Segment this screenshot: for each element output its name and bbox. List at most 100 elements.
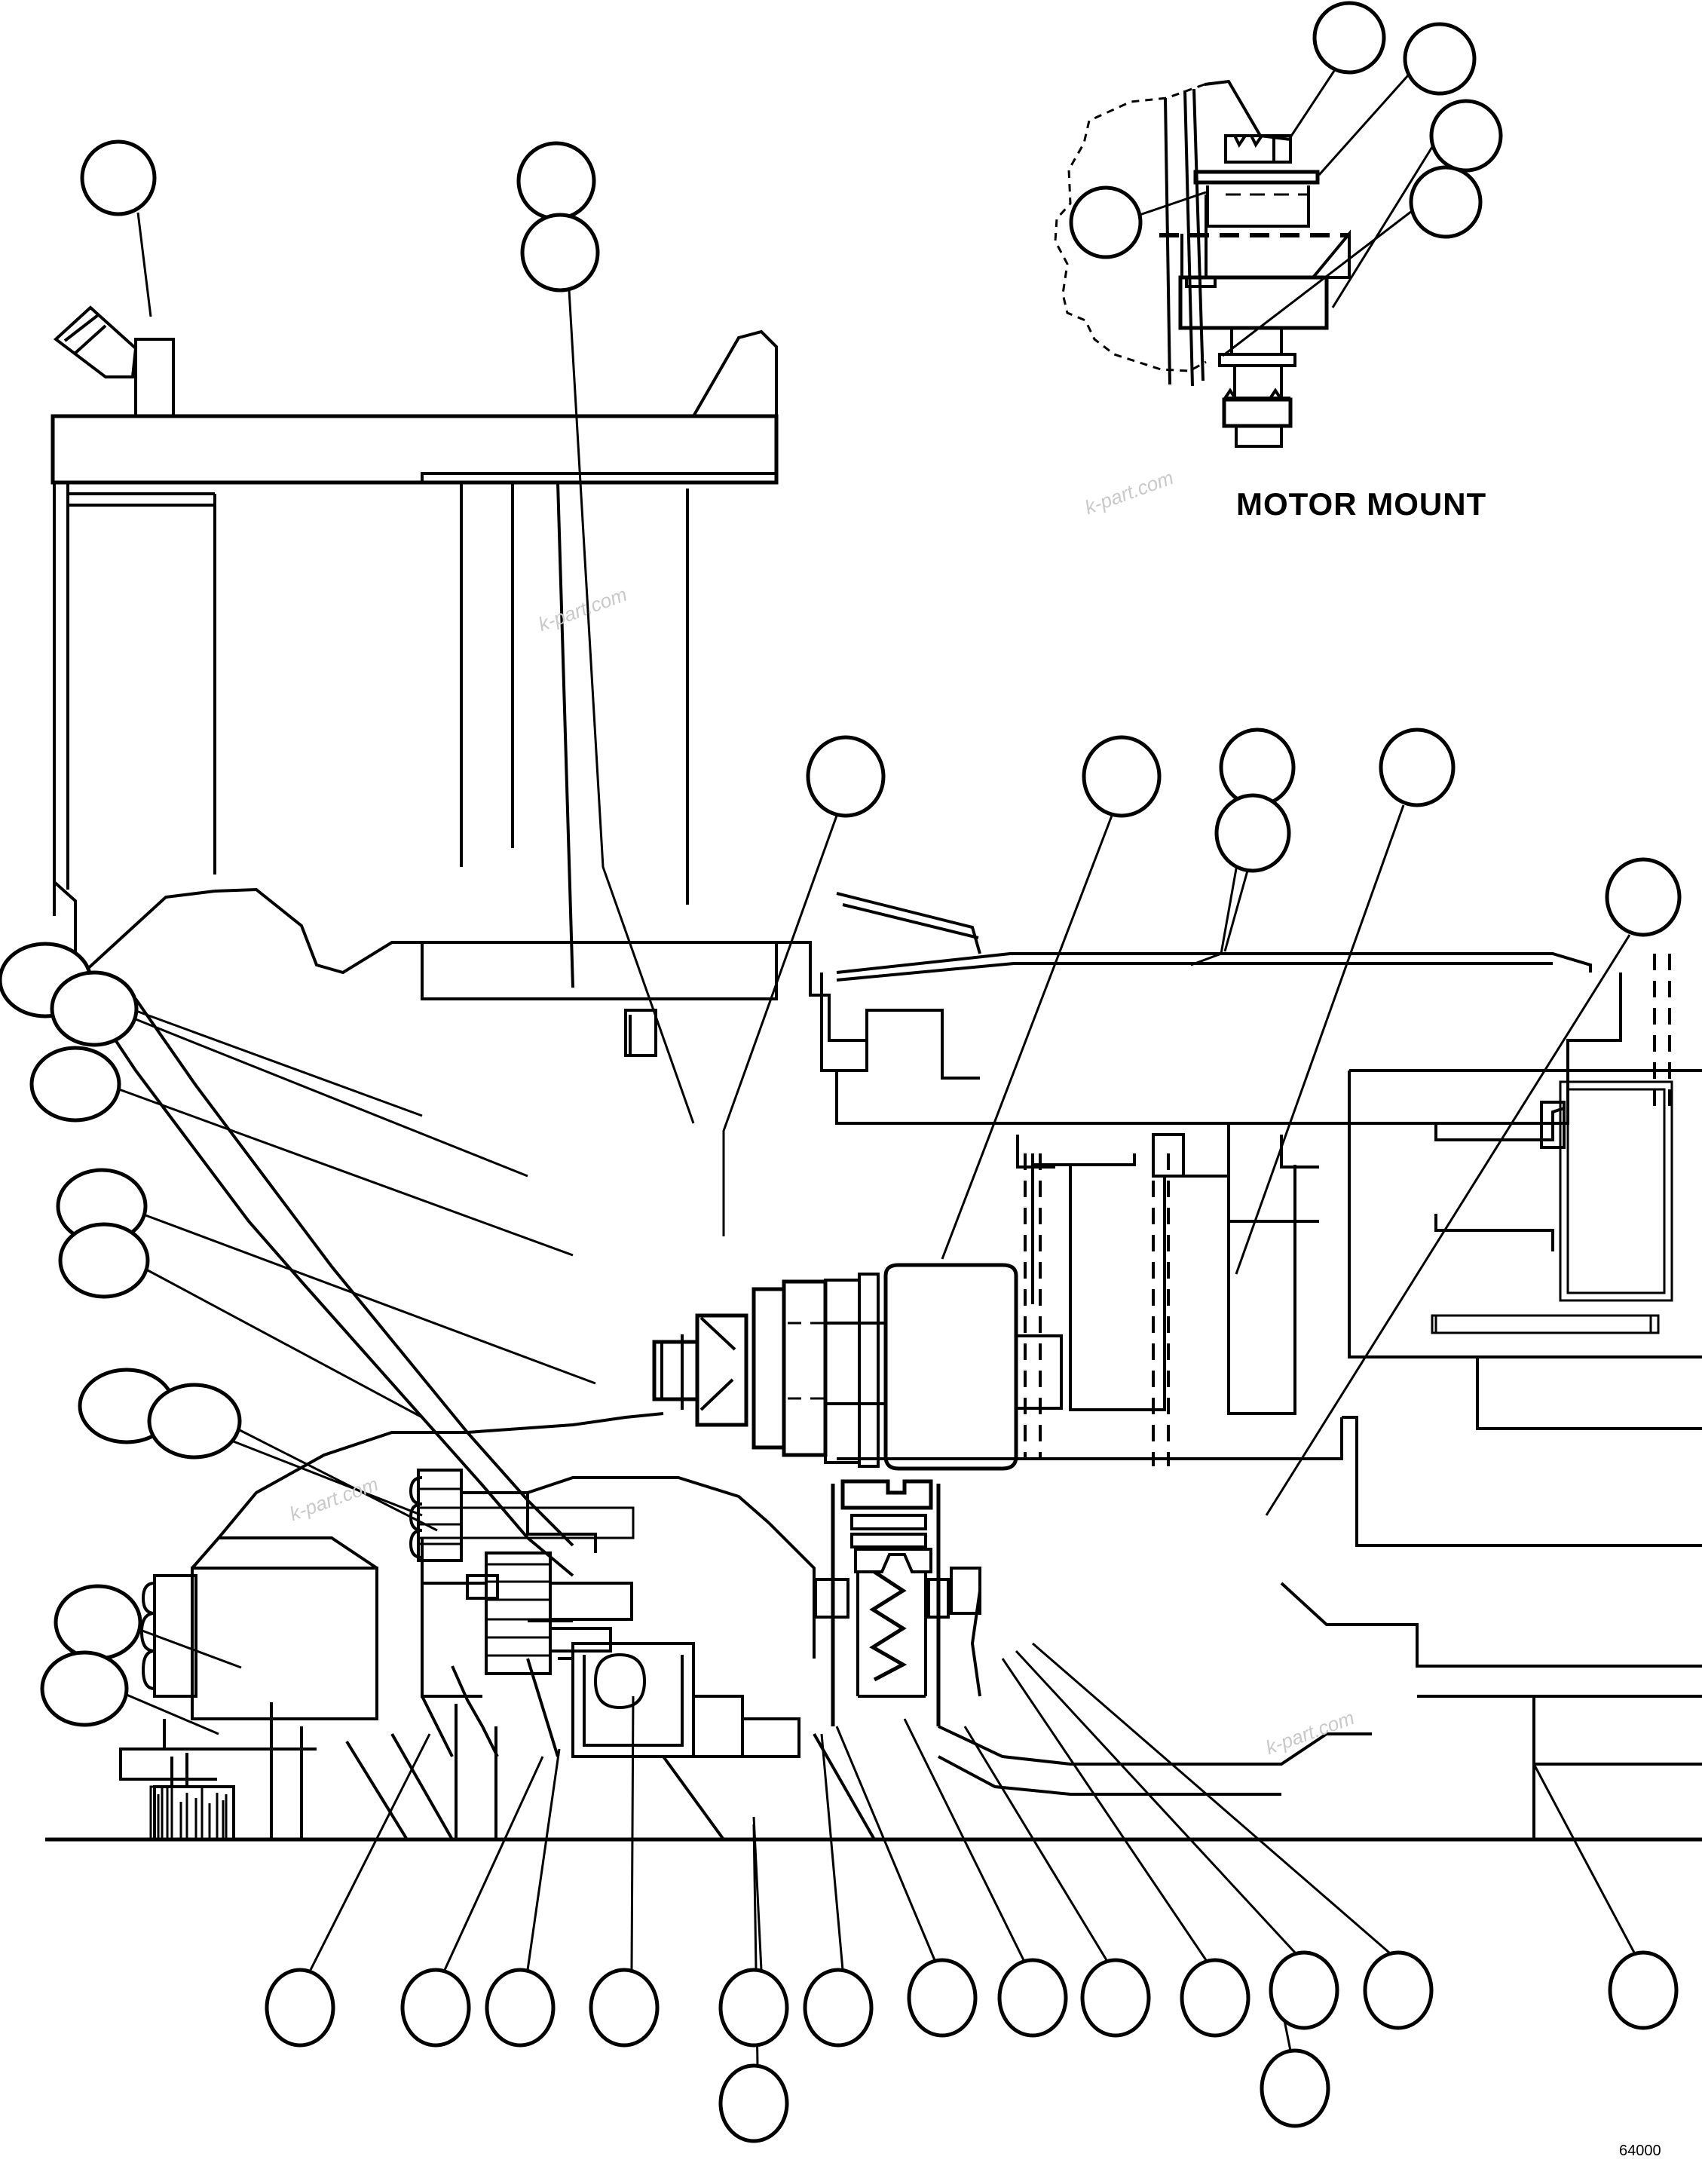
motor-mount-nut (1222, 397, 1293, 428)
diag-strut (767, 1521, 816, 1659)
balloon-callout[interactable] (907, 1958, 978, 2038)
balloon-callout[interactable] (400, 1968, 471, 2048)
deck-left-wall (820, 973, 980, 1080)
balloon-callout[interactable] (806, 735, 886, 818)
leader-line (145, 1214, 596, 1385)
center-seal-ring2 (742, 1717, 800, 1758)
valve-outer-wall (831, 1484, 941, 1726)
leader-line (88, 992, 423, 1117)
balloon-callout[interactable] (265, 1968, 335, 2048)
balloon-callout[interactable] (80, 139, 157, 216)
housing-lower-bevel (467, 1412, 664, 1434)
balloon-callout[interactable] (54, 1584, 142, 1661)
housing-skirt-inner (134, 997, 574, 1547)
slot-pin (1540, 1101, 1566, 1149)
bearing-journal (528, 1619, 573, 1660)
motor-mount-base-notch (1185, 277, 1217, 288)
leader-line (1223, 870, 1249, 952)
leader-line (963, 1726, 1108, 1961)
balloon-callout[interactable] (1403, 22, 1477, 96)
balloon-callout[interactable] (485, 1968, 556, 2048)
right-bottom-block (1417, 1695, 1702, 1839)
column-left-inner (66, 482, 216, 890)
rotor-shaft-left (825, 1322, 886, 1405)
window-rail-mid (1152, 1153, 1170, 1466)
leader-line (1032, 1642, 1390, 1954)
balloon-callout[interactable] (1080, 1958, 1151, 2038)
seal-block (858, 1273, 880, 1468)
motor-mount-stud (1230, 328, 1283, 356)
gear-and-pinion-assembly (45, 1412, 1702, 1842)
balloon-callout[interactable] (1260, 2048, 1330, 2128)
base-step-right2 (938, 1755, 1281, 1796)
window-bracket (1152, 1133, 1185, 1178)
bearing-inner-dash (788, 1322, 825, 1400)
balloon-callout[interactable] (803, 1968, 874, 2048)
balloon-callout[interactable] (29, 1046, 121, 1123)
top-plate (51, 414, 779, 485)
motor-mount-cap-top (1224, 134, 1292, 164)
housing-right-face (1653, 954, 1671, 1116)
balloon-callout[interactable] (997, 1958, 1068, 2038)
top-plate-right-curve (692, 329, 778, 417)
pinion-teeth-left (139, 1582, 155, 1690)
pin-rod (1431, 1314, 1660, 1334)
balloon-callout[interactable] (1379, 727, 1456, 807)
housing-flange-right (1227, 1122, 1319, 1223)
balloon-callout[interactable] (520, 213, 600, 293)
fin-riser (170, 1753, 188, 1788)
leader-line (126, 1693, 219, 1735)
hatch-lines (157, 1787, 225, 1839)
balloon-callout[interactable] (516, 141, 596, 221)
balloon-callout[interactable] (1312, 1, 1386, 75)
balloon-callout[interactable] (1214, 793, 1291, 873)
balloon-callout[interactable] (718, 2063, 789, 2143)
upper-arm (527, 1476, 770, 1524)
balloon-callout[interactable] (1082, 735, 1162, 818)
rotor-body (883, 1263, 1018, 1471)
right-lower-wall (1342, 1416, 1702, 1547)
slot-arm-lower (1434, 1214, 1554, 1251)
leader-line (237, 1428, 438, 1532)
leader-line (820, 1733, 844, 1971)
balloon-callout[interactable] (58, 1222, 150, 1299)
bearing-race (782, 1279, 828, 1457)
balloon-callout[interactable] (589, 1968, 660, 2048)
left-hatch-detail (149, 1785, 235, 1841)
fin-lines (161, 1783, 228, 1839)
housing-skirt (74, 979, 574, 1577)
motor-mount-cap-ridges (1233, 134, 1275, 162)
balloon-callout[interactable] (1363, 1950, 1434, 2030)
valve-spring (869, 1570, 908, 1682)
pinion-hub-bevel (191, 1536, 378, 1570)
balloon-callout[interactable] (1069, 185, 1143, 259)
balloon-callout[interactable] (147, 1383, 242, 1460)
base-riser2 (455, 1704, 497, 1839)
balloon-callout[interactable] (50, 970, 139, 1047)
leader-line (722, 815, 838, 1236)
upper-deck-line2 (836, 962, 1553, 982)
center-seal-ring (693, 1695, 744, 1758)
window-slot-shape (1031, 1165, 1166, 1411)
balloon-callout[interactable] (1429, 99, 1503, 173)
hatch-block (149, 1785, 235, 1841)
gear-teeth-upper-lines (418, 1487, 461, 1545)
leader-line (526, 1748, 561, 1971)
housing-mid-plate (421, 941, 778, 1000)
gear-teeth-block (485, 1551, 552, 1675)
balloon-callout[interactable] (1269, 1950, 1339, 2030)
balloon-callout[interactable] (1605, 857, 1682, 937)
balloon-callout[interactable] (40, 1650, 129, 1727)
leader-line (1222, 210, 1413, 357)
balloon-callout[interactable] (1608, 1950, 1679, 2030)
balloon-callout[interactable] (1409, 165, 1483, 239)
leader-line (903, 1718, 1025, 1961)
leader-line (1001, 1658, 1208, 1961)
slot-arm-upper (1434, 1107, 1565, 1141)
balloon-callout[interactable] (718, 1968, 789, 2048)
leader-line (941, 815, 1113, 1260)
detail-view-motor-mount (1054, 79, 1351, 448)
motor-mount-housing-outline (1054, 83, 1207, 372)
balloon-callout[interactable] (1180, 1958, 1250, 2038)
